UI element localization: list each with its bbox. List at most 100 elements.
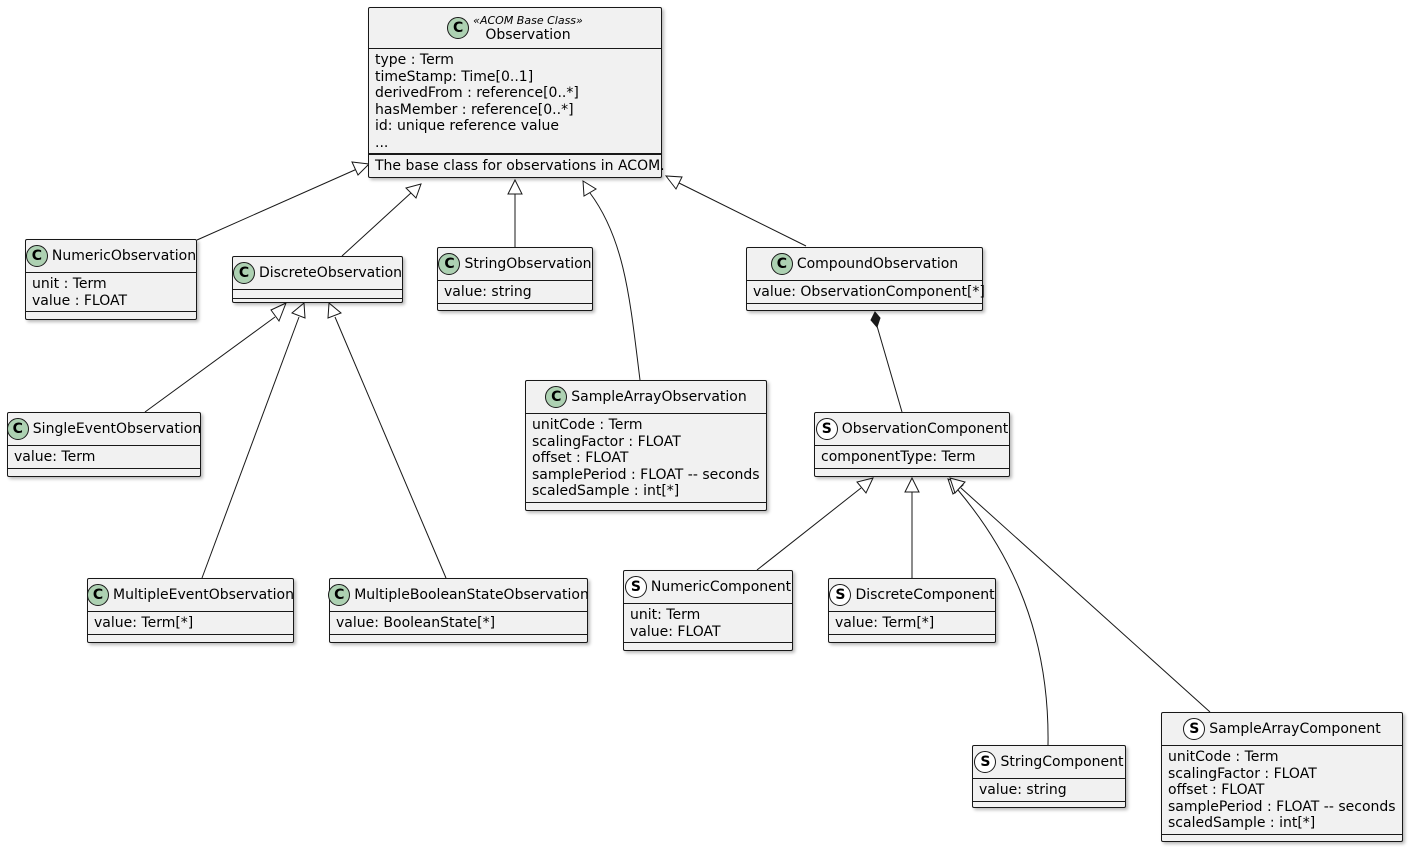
class-header: C SingleEventObservation <box>6 413 201 445</box>
class-header: C MultipleBooleanStateObservation <box>328 579 589 611</box>
attribute: value: string <box>979 782 1067 798</box>
class-header: S StringComponent <box>973 746 1125 778</box>
edge-multipleboolean-to-discrete <box>334 316 447 579</box>
attribute: scaledSample : int[*] <box>1168 815 1316 831</box>
attribute: scalingFactor : FLOAT <box>532 433 681 450</box>
class-name: DiscreteObservation <box>258 265 403 281</box>
attribute: scaledSample : int[*] <box>532 483 680 499</box>
inheritance-arrowhead <box>947 478 964 495</box>
attribute: value: Term[*] <box>94 615 194 631</box>
class-observation: C «ACOM Base Class» Observation type : T… <box>368 7 665 178</box>
attribute-section: value: string <box>438 280 592 303</box>
attribute: value: BooleanState[*] <box>336 615 496 631</box>
class-discrete-observation: C DiscreteObservation <box>232 256 403 303</box>
class-name: SampleArrayObservation <box>571 389 747 405</box>
method-section <box>8 467 200 477</box>
struct-numeric-component: S NumericComponent unit: Term value: FLO… <box>623 570 793 651</box>
attribute: derivedFrom : reference[0..*] <box>375 85 579 101</box>
edge-numericcomponent-to-component <box>756 487 862 571</box>
inheritance-arrowhead <box>664 175 683 190</box>
method-section <box>88 633 293 643</box>
class-name: CompoundObservation <box>796 256 959 272</box>
attribute: id: unique reference value <box>375 118 559 134</box>
class-badge-icon: C <box>447 17 470 39</box>
method-section <box>26 311 196 320</box>
edge-discrete-to-observation <box>341 191 413 257</box>
attribute: samplePeriod : FLOAT -- seconds <box>532 466 760 483</box>
class-name: StringComponent <box>1000 754 1124 770</box>
attribute: offset : FLOAT <box>1168 782 1265 798</box>
attribute-section: value: ObservationComponent[*] <box>747 280 985 303</box>
edge-component-to-compound <box>876 325 903 413</box>
method-section <box>233 298 402 307</box>
edge-numeric-to-observation <box>196 168 358 241</box>
attribute: timeStamp: Time[0..1] <box>375 68 534 85</box>
attribute: value: Term <box>14 449 96 465</box>
method-section <box>526 501 766 511</box>
class-name: ObservationComponent <box>841 421 1009 437</box>
attribute-section: value: Term[*] <box>829 611 995 634</box>
attribute: value: Term[*] <box>835 615 935 631</box>
edge-samplearray-to-observation <box>589 192 641 381</box>
inheritance-arrowhead <box>405 183 422 199</box>
attribute-section: componentType: Term <box>815 445 1009 468</box>
attribute-section: unitCode : Term scalingFactor : FLOAT of… <box>526 413 766 502</box>
attribute: unit: Term <box>630 607 701 623</box>
attribute: scalingFactor : FLOAT <box>1168 765 1317 782</box>
class-string-observation: C StringObservation value: string <box>437 247 593 311</box>
class-description: The base class for observations in ACOM. <box>375 158 665 174</box>
class-badge-icon: C <box>25 245 48 267</box>
struct-observation-component: S ObservationComponent componentType: Te… <box>814 412 1010 477</box>
class-header: C NumericObservation <box>25 240 197 272</box>
attribute: value: string <box>444 284 532 300</box>
class-stereotype: «ACOM Base Class» <box>473 14 583 27</box>
class-badge-icon: C <box>770 253 793 275</box>
class-sample-array-observation: C SampleArrayObservation unitCode : Term… <box>525 380 767 511</box>
method-section <box>1162 833 1402 843</box>
attribute: componentType: Term <box>821 449 976 465</box>
struct-badge-icon: S <box>829 584 852 606</box>
class-badge-icon: C <box>6 418 29 440</box>
class-name: Observation <box>485 27 571 43</box>
attribute-section: unit: Term value: FLOAT <box>624 603 792 642</box>
attribute: value: ObservationComponent[*] <box>753 284 985 300</box>
attribute: unitCode : Term <box>532 417 643 433</box>
method-section <box>973 800 1125 810</box>
method-section <box>438 302 592 312</box>
attribute-section: unit : Term value : FLOAT <box>26 272 196 311</box>
attribute-section: value: BooleanState[*] <box>330 611 587 634</box>
struct-string-component: S StringComponent value: string <box>972 745 1126 808</box>
attribute: ... <box>375 134 389 151</box>
struct-badge-icon: S <box>1183 718 1206 740</box>
class-header: S NumericComponent <box>624 571 792 603</box>
class-compound-observation: C CompoundObservation value: Observation… <box>746 247 985 312</box>
composition-diamond <box>870 311 881 328</box>
class-numeric-observation: C NumericObservation unit : Term value :… <box>25 239 197 320</box>
method-section <box>624 642 792 651</box>
class-header: C SampleArrayObservation <box>526 381 766 413</box>
class-header: C «ACOM Base Class» Observation <box>369 8 661 48</box>
class-badge-icon: C <box>328 584 351 606</box>
attribute: offset : FLOAT <box>532 450 629 466</box>
class-badge-icon: C <box>232 262 255 284</box>
method-section <box>330 633 587 643</box>
class-name: MultipleEventObservation <box>113 587 294 603</box>
class-badge-icon: C <box>438 253 461 275</box>
method-section <box>747 302 982 312</box>
attribute: value : FLOAT <box>32 292 128 309</box>
struct-badge-icon: S <box>624 576 647 598</box>
class-header: S SampleArrayComponent <box>1162 713 1402 745</box>
attribute: type : Term <box>375 52 454 68</box>
inheritance-arrowhead <box>949 477 966 494</box>
attribute: unit : Term <box>32 276 107 292</box>
attribute: samplePeriod : FLOAT -- seconds <box>1168 798 1396 815</box>
class-name: SampleArrayComponent <box>1209 721 1381 737</box>
inheritance-arrowhead <box>904 476 920 493</box>
class-header: S ObservationComponent <box>815 413 1009 445</box>
class-name: NumericObservation <box>51 248 197 264</box>
class-multiple-boolean-state-observation: C MultipleBooleanStateObservation value:… <box>328 578 589 643</box>
class-badge-icon: C <box>87 584 110 606</box>
attribute: hasMember : reference[0..*] <box>375 101 574 118</box>
attribute-section: value: Term[*] <box>88 611 293 634</box>
struct-badge-icon: S <box>974 751 997 773</box>
